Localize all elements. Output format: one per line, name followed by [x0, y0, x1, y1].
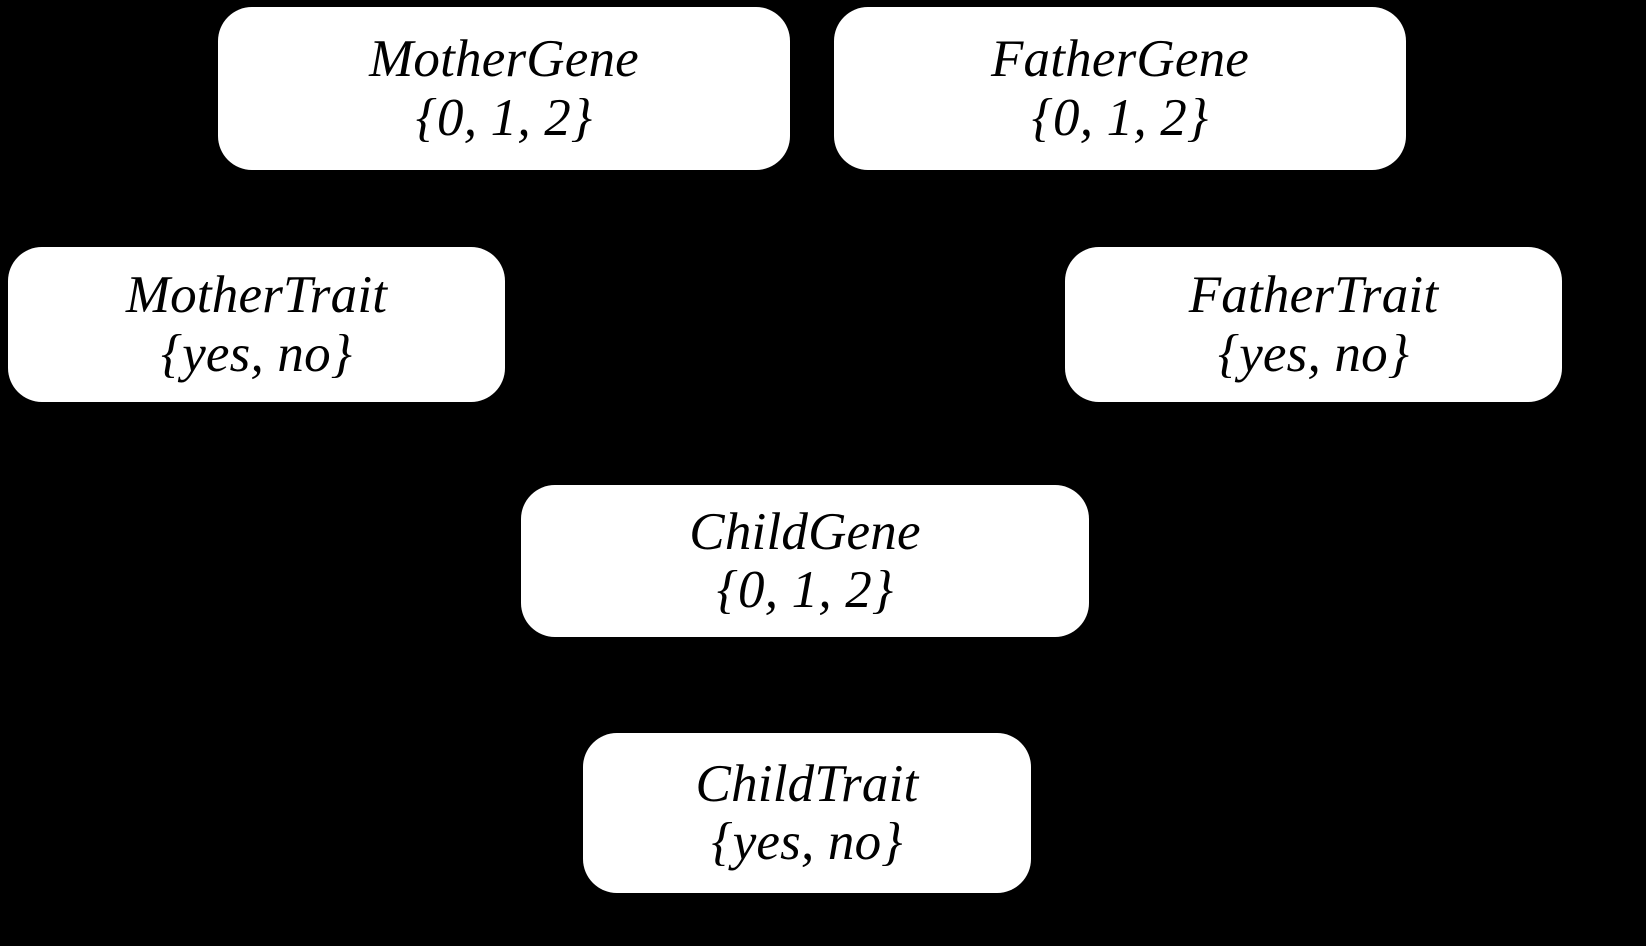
- node-mother-gene-domain: {0, 1, 2}: [415, 88, 593, 147]
- node-father-gene-domain: {0, 1, 2}: [1031, 88, 1209, 147]
- node-father-trait-label: FatherTrait: [1188, 266, 1439, 325]
- node-father-gene-label: FatherGene: [990, 30, 1250, 89]
- node-father-trait[interactable]: FatherTrait {yes, no}: [1065, 247, 1562, 402]
- node-child-gene-label: ChildGene: [689, 502, 921, 561]
- node-father-trait-domain: {yes, no}: [1217, 324, 1410, 383]
- node-child-trait-label: ChildTrait: [695, 754, 919, 813]
- node-mother-gene[interactable]: MotherGene {0, 1, 2}: [218, 7, 790, 170]
- node-child-trait[interactable]: ChildTrait {yes, no}: [583, 733, 1031, 893]
- node-mother-trait-domain: {yes, no}: [160, 324, 353, 383]
- node-mother-trait-label: MotherTrait: [125, 266, 388, 325]
- node-father-gene[interactable]: FatherGene {0, 1, 2}: [834, 7, 1406, 170]
- node-mother-gene-label: MotherGene: [369, 30, 639, 89]
- node-child-gene-domain: {0, 1, 2}: [716, 561, 894, 619]
- node-child-trait-domain: {yes, no}: [711, 813, 903, 871]
- node-mother-trait[interactable]: MotherTrait {yes, no}: [8, 247, 505, 402]
- node-child-gene[interactable]: ChildGene {0, 1, 2}: [521, 485, 1089, 637]
